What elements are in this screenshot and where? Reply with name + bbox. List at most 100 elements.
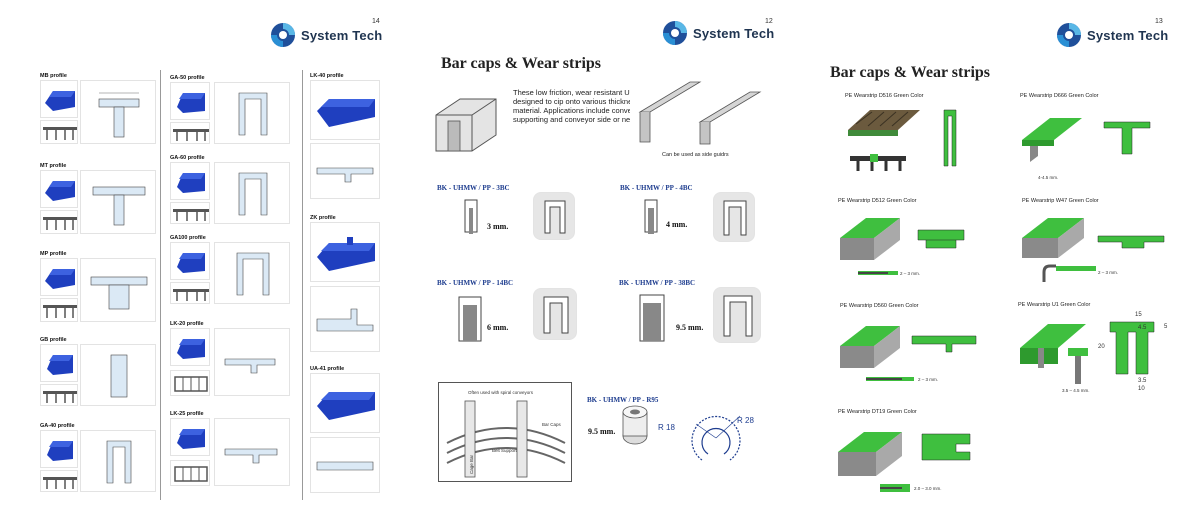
column-divider: [160, 70, 161, 500]
profile-label-lk20: LK-20 profile: [170, 321, 204, 327]
system-tech-logo-icon: [1057, 23, 1081, 47]
profile-label-ga60: GA-60 profile: [170, 155, 205, 161]
page-number: 14: [372, 18, 380, 25]
brand-logo: System Tech: [662, 20, 774, 46]
wearstrip-name: PE Wearstrip D516 Green Color: [845, 93, 924, 99]
d560-note: 2 – 3 mm.: [918, 377, 939, 382]
u1-note: 3.5 – 4.5 mm.: [1062, 388, 1090, 393]
profile-drawing: [214, 328, 290, 396]
bar-cap-3-image: [462, 198, 480, 234]
profile-drawing: [80, 258, 156, 322]
dt19-drawing: [912, 424, 978, 470]
product-title: BK - UHMW / PP - 14BC: [437, 279, 514, 287]
w47-note: 2 – 3 mm.: [1098, 270, 1119, 275]
bar-thickness: 9.5 mm.: [676, 323, 704, 332]
d512-section: [858, 268, 898, 278]
profile-drawing: [80, 170, 156, 234]
catalog-page-14: 14 System Tech MB profile MT profile MP …: [0, 0, 400, 527]
w47-image: [1018, 208, 1090, 264]
profile-label-gb: GB profile: [40, 337, 67, 343]
profile-image: [310, 373, 380, 433]
section-title: Bar caps & Wear strips: [441, 55, 602, 72]
brand-name: System Tech: [1087, 27, 1169, 43]
profile-image: [170, 282, 210, 304]
column-divider: [302, 70, 303, 500]
page-number: 13: [1155, 18, 1163, 25]
u1-dim-mid: 4.5: [1138, 325, 1147, 331]
u1-dim-height: 20: [1098, 344, 1105, 350]
profile-drawing: [214, 418, 290, 486]
profile-image: [40, 298, 78, 322]
u1-dim-top: 15: [1135, 312, 1142, 318]
profile-image: [40, 430, 78, 468]
profile-image: [170, 122, 210, 144]
spiral-caption: Often used with spiral conveyors: [468, 390, 534, 395]
profile-image: [40, 120, 78, 144]
profile-image: [40, 258, 78, 296]
product-title: BK - UHMW / PP - 4BC: [620, 184, 693, 192]
outer-radius: R 28: [737, 416, 754, 425]
catalog-page-13: 13 System Tech Bar caps & Wear strips PE…: [800, 0, 1200, 527]
profile-drawing: [214, 242, 290, 304]
profile-label-ua41: UA-41 profile: [310, 366, 345, 372]
r95-cap-drawing: [682, 408, 752, 468]
page-number: 12: [765, 18, 773, 25]
profile-image: [40, 344, 78, 382]
d512-image: [836, 208, 906, 264]
profile-image: [170, 242, 210, 280]
profile-image: [40, 80, 78, 118]
profile-image: [170, 418, 210, 456]
wearstrip-name: PE Wearstrip W47 Green Color: [1022, 198, 1099, 204]
d560-drawing: [906, 324, 984, 366]
profile-drawing: [214, 82, 290, 144]
bar-cap-14-drawing: [533, 288, 577, 340]
d666-note: 4-4.5 mm.: [1038, 175, 1059, 180]
r95-cap-image: [618, 402, 652, 448]
wearstrip-name: PE Wearstrip U1 Green Color: [1018, 302, 1091, 308]
profile-drawing: [310, 286, 380, 352]
cage-bar-label: Cage Bar: [469, 454, 475, 475]
bar-cap-3-drawing: [533, 192, 575, 240]
profile-label-ga50: GA-50 profile: [170, 75, 205, 81]
profile-label-mp: MP profile: [40, 251, 67, 257]
profile-label-lk25: LK-25 profile: [170, 411, 204, 417]
bar-cap-38-drawing: [713, 287, 761, 343]
d560-image: [836, 314, 906, 374]
profile-image: [170, 328, 210, 366]
dt19-image: [834, 420, 908, 480]
w47-section: [1040, 262, 1096, 282]
bar-thickness: 4 mm.: [666, 220, 688, 229]
profile-drawing: [80, 430, 156, 492]
profile-drawing: [214, 162, 290, 224]
catalog-page-12: 12 System Tech Bar caps & Wear strips Th…: [400, 0, 800, 527]
profile-image: [170, 460, 210, 486]
intro-text: These low friction, wear resistant UHMW …: [513, 88, 682, 124]
d512-drawing: [908, 218, 974, 258]
bar-cap-image: [430, 85, 502, 160]
bar-thickness: 3 mm.: [487, 222, 509, 231]
profile-label-lk40: LK-40 profile: [310, 73, 344, 79]
profile-image: [40, 384, 78, 406]
profile-image: [40, 470, 78, 492]
u1-dim-bottom2: 10: [1138, 386, 1145, 392]
wearstrip-name: PE Wearstrip D512 Green Color: [838, 198, 917, 204]
product-title: BK - UHMW / PP - 3BC: [437, 184, 510, 192]
profile-image: [310, 80, 380, 140]
bar-cap-14-image: [457, 295, 483, 343]
u1-dim-side: 5: [1164, 324, 1168, 330]
u1-post-image: [1066, 346, 1090, 386]
dt19-section: [880, 482, 910, 494]
w47-drawing: [1092, 216, 1170, 258]
profile-drawing: [310, 143, 380, 199]
bar-cap-4-drawing: [713, 192, 755, 242]
profile-image: [170, 370, 210, 396]
brand-logo: System Tech: [1056, 22, 1168, 48]
profile-label-mb: MB profile: [40, 73, 67, 79]
d516-section-image: [848, 150, 908, 172]
profile-image: [40, 210, 78, 234]
profile-image: [170, 162, 210, 200]
profile-label-ga40: GA-40 profile: [40, 423, 75, 429]
d512-note: 2 – 3 mm.: [900, 271, 921, 276]
side-guide-image: [630, 72, 780, 147]
d560-section: [866, 374, 914, 384]
